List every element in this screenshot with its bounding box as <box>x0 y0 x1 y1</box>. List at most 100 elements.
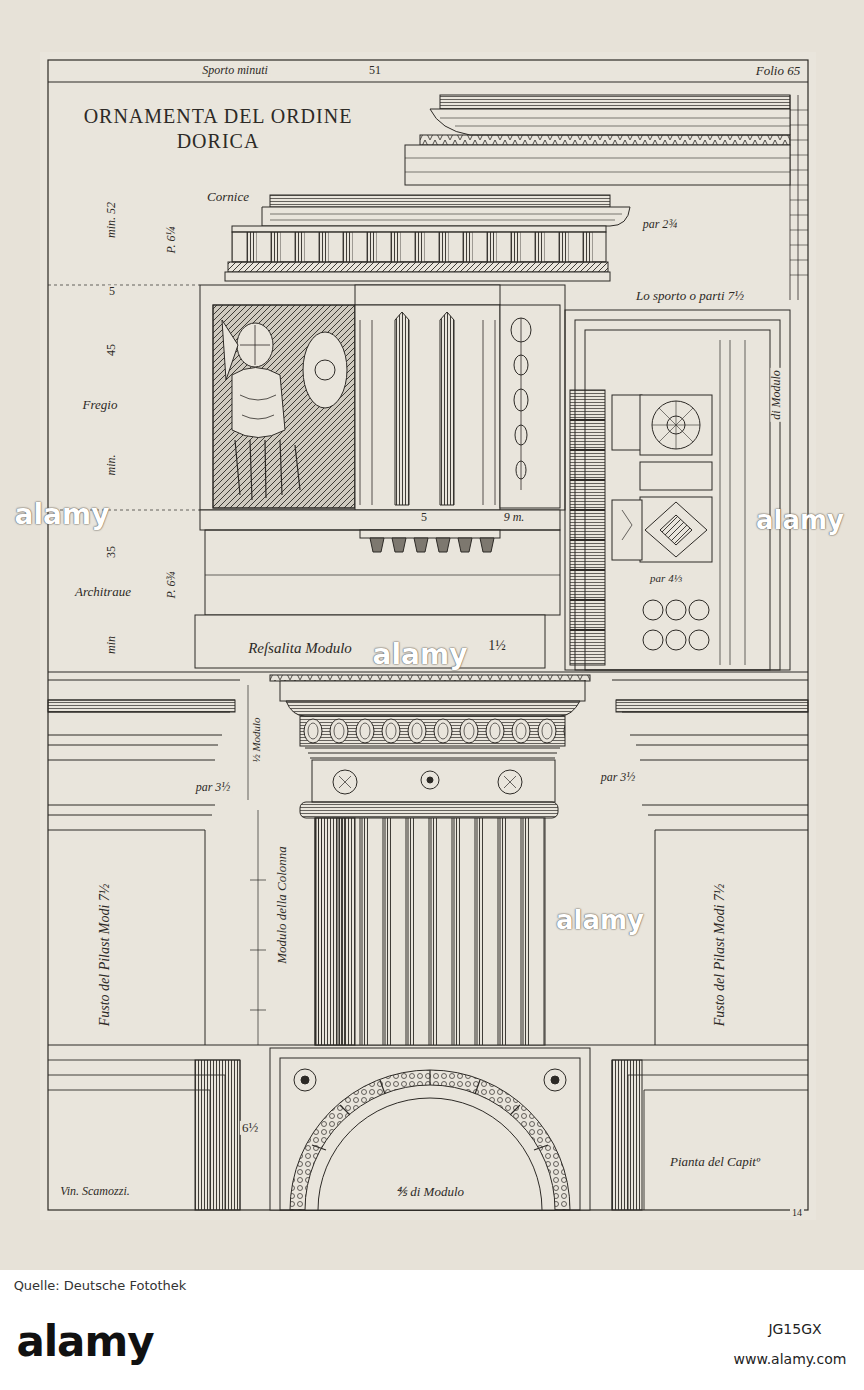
coffered-soffit-part <box>689 600 709 620</box>
plate-frame-part <box>48 81 808 82</box>
dimension-label: 6½ <box>240 1121 260 1135</box>
frieze-part <box>240 395 276 419</box>
left-pilaster-part <box>48 1060 240 1210</box>
cornice-part <box>232 232 606 262</box>
cornice <box>225 195 630 281</box>
dimension-label: ½ Modulo <box>250 715 262 764</box>
frieze-part <box>355 305 500 510</box>
coffered-soffit-part <box>565 310 790 670</box>
frieze-part <box>237 323 273 367</box>
background-part <box>0 1270 864 1390</box>
column-capital-part <box>300 802 558 818</box>
coffered-soffit-part <box>689 630 709 650</box>
coffered-soffit-part <box>585 330 770 670</box>
dimension-label: 51 <box>367 64 383 77</box>
background-part <box>0 0 864 1270</box>
source-note: Quelle: Deutsche Fotothek <box>12 1279 189 1293</box>
watermark: alamy <box>13 500 112 531</box>
right-pilaster-part <box>616 700 808 712</box>
cornice-part <box>228 262 608 272</box>
frieze-part <box>240 325 270 365</box>
background-part <box>40 52 816 1220</box>
architrave-part <box>195 615 545 668</box>
column-capital-part <box>280 681 585 701</box>
column-capital-part <box>421 771 439 789</box>
left-pilaster-part <box>205 830 206 1045</box>
coffered-soffit-part <box>660 515 692 545</box>
column-capital <box>270 675 590 818</box>
arch-base-part <box>270 1048 590 1210</box>
frieze-part <box>222 320 238 380</box>
dimension-label: par 3½ <box>599 771 638 784</box>
dimension-label: 5 <box>107 285 117 298</box>
dimension-label: P. 6¼ <box>165 225 178 256</box>
coffered-soffit-part <box>570 420 605 630</box>
plate-frame-part <box>790 95 798 300</box>
frieze-part <box>395 312 409 505</box>
cornice-part <box>225 272 610 281</box>
column-capital-part <box>339 776 516 788</box>
frieze-part <box>440 312 454 505</box>
plate-frame-part <box>48 60 808 1210</box>
coffered-soffit-part <box>645 502 707 557</box>
part-name: Architraue <box>73 585 133 599</box>
column-shaft-part <box>315 818 545 1045</box>
column-shaft <box>248 685 545 1045</box>
arch-base-part <box>318 1098 542 1210</box>
architrave-part <box>200 510 560 530</box>
architrave-part <box>370 538 494 552</box>
plate-frame-part <box>48 671 808 672</box>
coffered-soffit-part <box>666 630 686 650</box>
arch-base-part <box>280 1058 580 1210</box>
column-capital-part <box>427 777 433 783</box>
right-pilaster-part <box>612 680 808 830</box>
upper-cornice-profile-part <box>420 135 790 145</box>
frieze-part <box>232 368 285 438</box>
watermark-logo: alamy <box>14 1319 155 1365</box>
upper-cornice-profile-part <box>430 109 790 135</box>
arch-base-part <box>301 1076 309 1084</box>
part-name: Modulo della Colonna <box>275 844 289 966</box>
frieze-part <box>500 305 560 508</box>
architrave-part <box>205 575 560 576</box>
left-pilaster-part <box>48 680 240 830</box>
dimension-label: Sporto minuti <box>200 64 270 77</box>
column-capital-part <box>312 760 555 802</box>
column-shaft-part <box>315 818 355 1045</box>
coffered-soffit-part <box>612 500 642 560</box>
architrave-part <box>360 530 500 538</box>
dimension-label: par 3½ <box>194 781 233 794</box>
coffered-soffit-part <box>640 497 712 562</box>
frieze-part <box>213 305 355 508</box>
dimension-label: di Modulo <box>770 368 783 422</box>
image-url: www.alamy.com <box>732 1352 849 1367</box>
column-capital-part <box>305 748 560 758</box>
cornice-part <box>270 214 622 220</box>
coffered-soffit-part <box>643 630 663 650</box>
part-name: Cornice <box>205 190 251 204</box>
upper-cornice-profile-part <box>405 158 790 172</box>
coffered-soffit-part <box>640 462 712 490</box>
page-number: 14 <box>790 1207 804 1218</box>
dimension-label: 1½ <box>486 638 508 653</box>
plate-frame-part <box>790 110 808 275</box>
frieze <box>200 285 565 510</box>
image-id: JG15GX <box>766 1322 823 1337</box>
cornice-part <box>232 226 606 232</box>
dimension-label: Lo sporto o parti 7½ <box>634 289 746 303</box>
column-capital-part <box>270 675 590 681</box>
dimension-label: min. <box>105 453 118 478</box>
arch-base-part <box>305 1085 555 1210</box>
dimension-label: par 2¾ <box>641 218 680 231</box>
dimension-label: P. 6¾ <box>165 570 178 601</box>
frieze-part <box>483 320 495 505</box>
watermark: alamy <box>371 640 470 671</box>
dimension-label: 9 m. <box>502 511 527 524</box>
frieze-part <box>355 285 500 305</box>
signature: Vin. Scamozzi. <box>58 1185 131 1198</box>
column-shaft-part <box>250 810 266 1045</box>
frieze-part <box>235 440 300 500</box>
arch-base-part <box>294 1069 316 1091</box>
upper-cornice-profile <box>405 95 790 185</box>
